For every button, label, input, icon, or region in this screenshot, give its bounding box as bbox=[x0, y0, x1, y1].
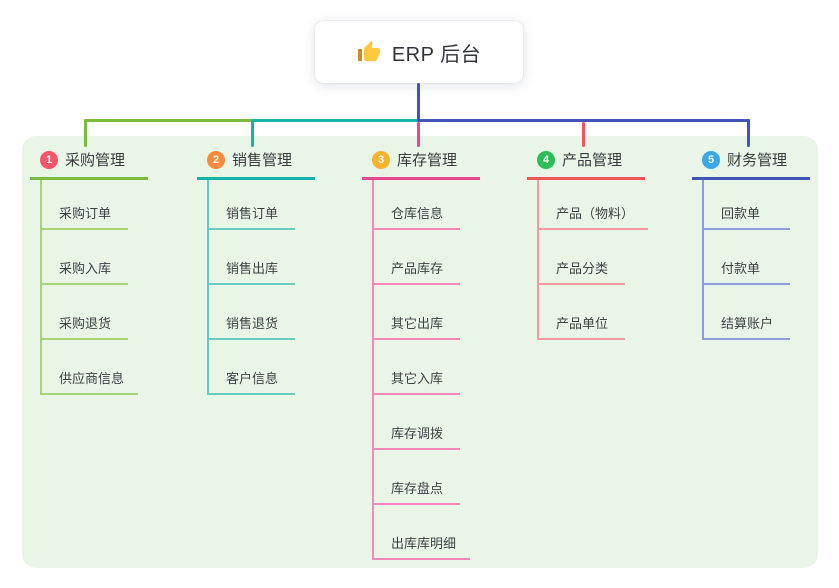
branch-children: 仓库信息 产品库存 其它出库 其它入库 库存调拨 库存盘点 出库库明细 bbox=[372, 180, 480, 560]
branch-title: 销售管理 bbox=[232, 152, 293, 169]
root-title: ERP 后台 bbox=[391, 43, 482, 66]
child-node[interactable]: 供应商信息 bbox=[42, 340, 139, 395]
branch-children: 回款单 付款单 结算账户 bbox=[702, 180, 810, 340]
connector-stub-1 bbox=[84, 119, 87, 147]
connector-h-segment-1 bbox=[84, 119, 253, 122]
branch-title: 采购管理 bbox=[65, 152, 126, 169]
connector-root-drop bbox=[417, 83, 420, 121]
child-node[interactable]: 产品分类 bbox=[539, 230, 625, 285]
branch-children: 采购订单 采购入库 采购退货 供应商信息 bbox=[40, 180, 148, 395]
branch-number-badge: 1 bbox=[40, 150, 58, 169]
child-node[interactable]: 付款单 bbox=[704, 230, 790, 285]
connector-h-segment-2 bbox=[252, 119, 418, 122]
child-node[interactable]: 客户信息 bbox=[209, 340, 295, 395]
branch-number-badge: 4 bbox=[537, 150, 555, 169]
child-node[interactable]: 产品单位 bbox=[539, 285, 625, 340]
branch-header-sales[interactable]: 2 销售管理 bbox=[197, 146, 315, 180]
child-node[interactable]: 其它入库 bbox=[374, 340, 460, 395]
child-node[interactable]: 采购退货 bbox=[42, 285, 128, 340]
root-node[interactable]: ERP 后台 bbox=[315, 21, 523, 83]
child-node[interactable]: 出库库明细 bbox=[374, 505, 471, 560]
child-node[interactable]: 产品库存 bbox=[374, 230, 460, 285]
child-node[interactable]: 其它出库 bbox=[374, 285, 460, 340]
child-node[interactable]: 库存盘点 bbox=[374, 450, 460, 505]
branch-title: 财务管理 bbox=[727, 152, 788, 169]
branch-children: 产品（物料） 产品分类 产品单位 bbox=[537, 180, 649, 340]
connector-h-segment-3 bbox=[417, 119, 750, 122]
child-node[interactable]: 销售退货 bbox=[209, 285, 295, 340]
child-node[interactable]: 采购入库 bbox=[42, 230, 128, 285]
branch-number-badge: 2 bbox=[207, 150, 225, 169]
child-node[interactable]: 采购订单 bbox=[42, 180, 128, 230]
branch-header-finance[interactable]: 5 财务管理 bbox=[692, 146, 810, 180]
connector-stub-5 bbox=[747, 119, 750, 147]
branch-children: 销售订单 销售出库 销售退货 客户信息 bbox=[207, 180, 315, 395]
branch-header-inventory[interactable]: 3 库存管理 bbox=[362, 146, 480, 180]
branch-number-badge: 5 bbox=[702, 150, 720, 169]
child-node[interactable]: 库存调拨 bbox=[374, 395, 460, 450]
branch-title: 库存管理 bbox=[397, 152, 458, 169]
child-node[interactable]: 销售出库 bbox=[209, 230, 295, 285]
child-node[interactable]: 销售订单 bbox=[209, 180, 295, 230]
branch-number-badge: 3 bbox=[372, 150, 390, 169]
branch-header-product[interactable]: 4 产品管理 bbox=[527, 146, 645, 180]
connector-stub-4 bbox=[582, 122, 585, 147]
branch-title: 产品管理 bbox=[562, 152, 623, 169]
child-node[interactable]: 仓库信息 bbox=[374, 180, 460, 230]
thumbs-up-icon bbox=[357, 41, 380, 61]
child-node[interactable]: 结算账户 bbox=[704, 285, 790, 340]
branches-panel bbox=[22, 136, 818, 568]
child-node[interactable]: 产品（物料） bbox=[539, 180, 649, 230]
connector-stub-2 bbox=[251, 119, 254, 147]
branch-header-purchase[interactable]: 1 采购管理 bbox=[30, 146, 148, 180]
connector-stub-3 bbox=[417, 122, 420, 147]
child-node[interactable]: 回款单 bbox=[704, 180, 790, 230]
